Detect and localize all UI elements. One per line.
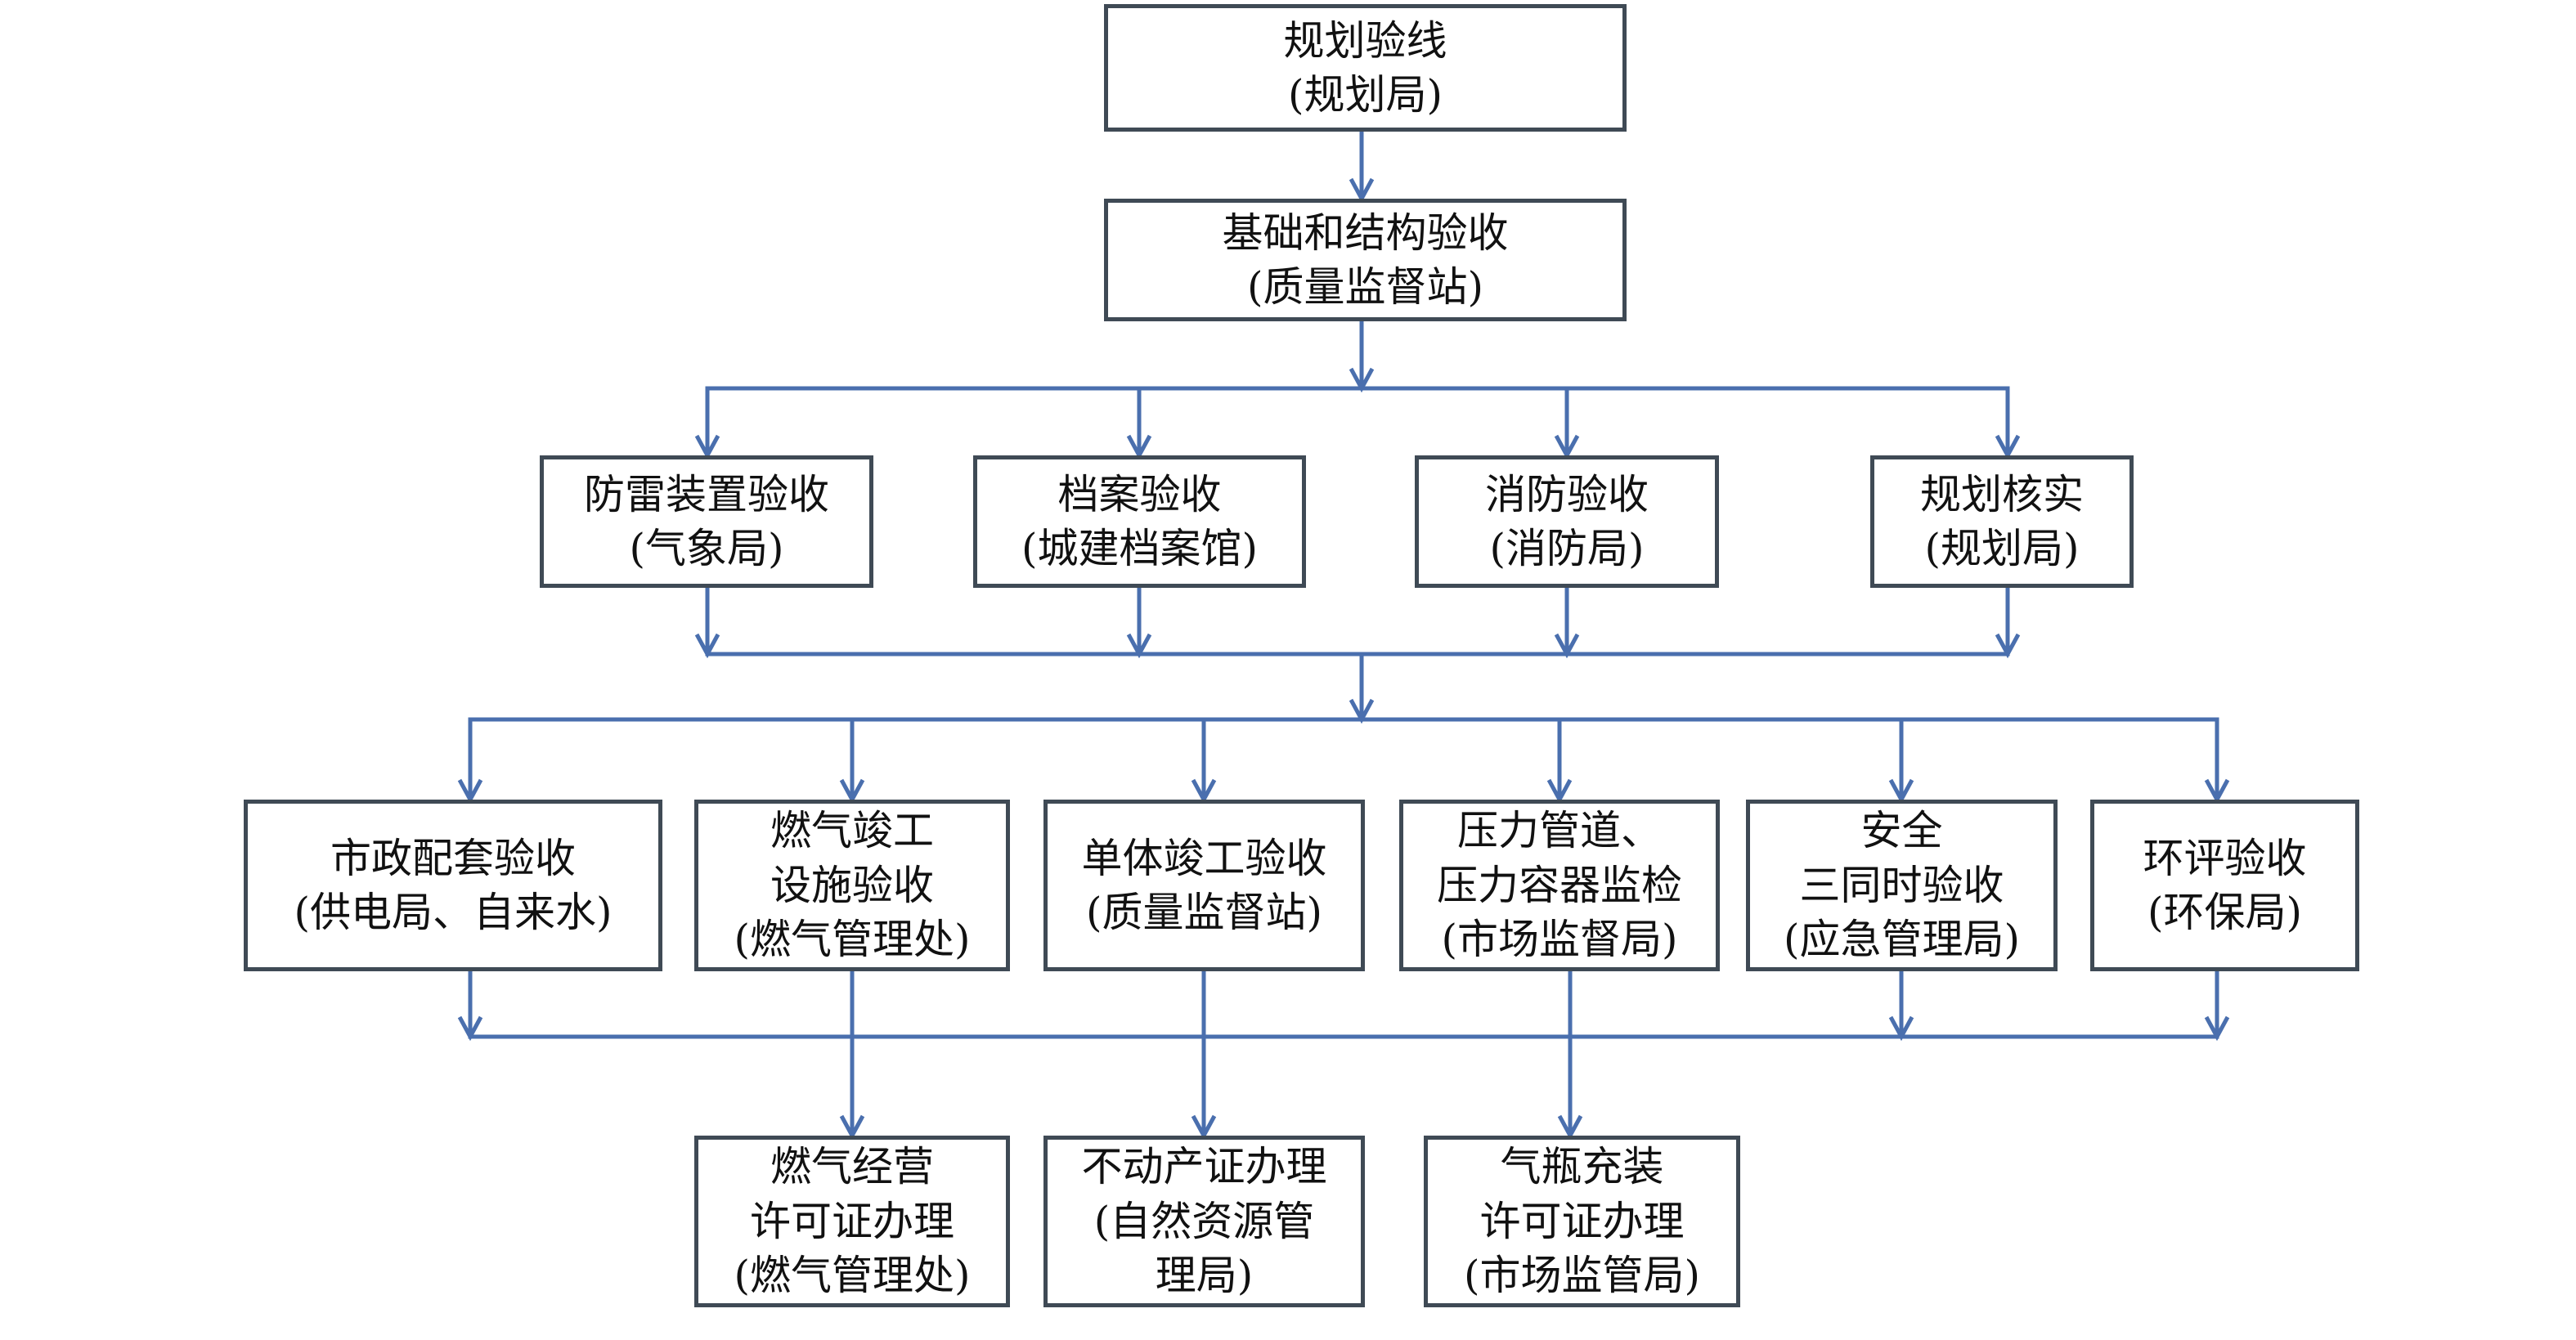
arrowhead bbox=[1995, 633, 2021, 659]
node-label-line: (规划局) bbox=[1287, 71, 1443, 119]
node-label-line: 消防验收 bbox=[1485, 470, 1649, 518]
node-gas-facility-acceptance: 燃气竣工 设施验收 (燃气管理处) bbox=[694, 800, 1010, 971]
node-label-line: (环保局) bbox=[2147, 889, 2302, 936]
node-fire-protection-acceptance: 消防验收 (消防局) bbox=[1415, 455, 1719, 588]
node-label-line: 单体竣工验收 bbox=[1081, 834, 1327, 882]
node-gas-business-license: 燃气经营 许可证办理 (燃气管理处) bbox=[694, 1136, 1010, 1307]
node-label-line: (应急管理局) bbox=[1783, 916, 2020, 964]
node-gas-cylinder-filling-license: 气瓶充装 许可证办理 (市场监管局) bbox=[1424, 1136, 1740, 1307]
node-label-line: (自然资源管 bbox=[1093, 1197, 1315, 1245]
node-label-line: 规划验线 bbox=[1283, 16, 1447, 65]
node-label-line: 基础和结构验收 bbox=[1222, 208, 1509, 257]
arrowhead bbox=[1349, 367, 1375, 393]
node-label-line: 燃气经营 bbox=[770, 1143, 934, 1191]
node-label-line: 不动产证办理 bbox=[1081, 1143, 1327, 1191]
node-label-line: (质量监督站) bbox=[1085, 889, 1322, 936]
node-label-line: (市场监督局) bbox=[1441, 916, 1678, 964]
node-label-line: (规划局) bbox=[1924, 525, 2080, 572]
node-safety-three-simultaneous-acceptance: 安全 三同时验收 (应急管理局) bbox=[1746, 800, 2058, 971]
arrowhead bbox=[694, 633, 720, 659]
node-planning-verification: 规划核实 (规划局) bbox=[1870, 455, 2134, 588]
arrowhead bbox=[1349, 698, 1375, 724]
arrowhead bbox=[457, 1015, 483, 1042]
node-real-estate-certificate: 不动产证办理 (自然资源管 理局) bbox=[1043, 1136, 1365, 1307]
node-label-line: 许可证办理 bbox=[1479, 1197, 1685, 1245]
node-label-line: 市政配套验收 bbox=[330, 834, 576, 882]
node-single-building-completion-acceptance: 单体竣工验收 (质量监督站) bbox=[1043, 800, 1365, 971]
node-label-line: 安全 bbox=[1860, 807, 1943, 855]
node-label-line: (燃气管理处) bbox=[734, 1252, 971, 1300]
node-label-line: 气瓶充装 bbox=[1500, 1143, 1664, 1191]
node-label-line: 压力管道、 bbox=[1457, 807, 1662, 855]
node-label-line: 规划核实 bbox=[1920, 470, 2084, 518]
arrowhead bbox=[1888, 1015, 1914, 1042]
node-label-line: 档案验收 bbox=[1057, 470, 1222, 518]
node-environmental-assessment-acceptance: 环评验收 (环保局) bbox=[2090, 800, 2359, 971]
node-label-line: 环评验收 bbox=[2143, 834, 2307, 882]
node-label-line: 防雷装置验收 bbox=[584, 470, 829, 518]
node-label-line: (市场监管局) bbox=[1463, 1252, 1700, 1300]
arrowhead bbox=[1126, 633, 1152, 659]
node-label-line: 许可证办理 bbox=[750, 1197, 954, 1245]
node-archives-acceptance: 档案验收 (城建档案馆) bbox=[973, 455, 1306, 588]
node-label-line: (质量监督站) bbox=[1246, 263, 1483, 311]
node-label-line: 压力容器监检 bbox=[1437, 861, 1682, 909]
node-label-line: 三同时验收 bbox=[1799, 861, 2004, 909]
node-label-line: (燃气管理处) bbox=[734, 916, 971, 964]
arrowhead bbox=[1554, 633, 1580, 659]
node-label-line: (城建档案馆) bbox=[1021, 525, 1258, 572]
node-label-line: 设施验收 bbox=[770, 861, 934, 909]
node-pressure-pipeline-inspection: 压力管道、 压力容器监检 (市场监督局) bbox=[1399, 800, 1720, 971]
node-label-line: (供电局、自来水) bbox=[294, 889, 613, 936]
node-planning-line-check: 规划验线 (规划局) bbox=[1104, 4, 1627, 132]
node-lightning-protection-acceptance: 防雷装置验收 (气象局) bbox=[540, 455, 873, 588]
node-label-line: (气象局) bbox=[629, 525, 784, 572]
node-label-line: 理局) bbox=[1155, 1252, 1254, 1300]
node-label-line: 燃气竣工 bbox=[770, 807, 934, 855]
node-foundation-structure-acceptance: 基础和结构验收 (质量监督站) bbox=[1104, 199, 1627, 321]
node-municipal-supporting-acceptance: 市政配套验收 (供电局、自来水) bbox=[244, 800, 662, 971]
node-label-line: (消防局) bbox=[1489, 525, 1645, 572]
arrowhead bbox=[2204, 1015, 2230, 1042]
